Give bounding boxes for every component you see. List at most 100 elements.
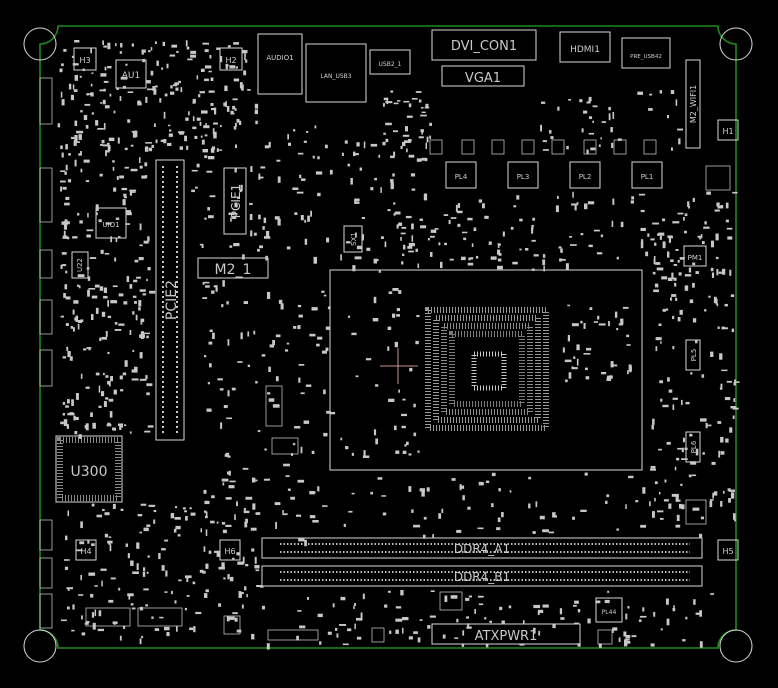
smd-pad (137, 514, 143, 517)
smd-pad (107, 422, 111, 426)
smd-pad (393, 130, 398, 133)
smd-pad (185, 575, 192, 579)
smd-pad (402, 398, 406, 401)
smd-pad (82, 68, 85, 72)
smd-pad (467, 623, 470, 628)
smd-pad (208, 90, 215, 93)
smd-pad (178, 579, 182, 582)
smd-pad (80, 373, 83, 379)
smd-pad (103, 401, 107, 407)
slot-pcie1: PCIE1 (223, 167, 247, 235)
smd-pad (583, 110, 588, 114)
smd-pad (303, 420, 310, 424)
smd-pad (658, 323, 662, 326)
smd-pad (151, 144, 154, 148)
smd-pad (194, 135, 198, 139)
smd-pad (127, 593, 134, 597)
smd-pad (211, 108, 216, 111)
smd-pad (730, 492, 735, 499)
smd-pad (133, 279, 138, 283)
smd-pad (221, 562, 225, 569)
smd-pad (153, 510, 157, 513)
smd-pad (105, 397, 109, 400)
smd-pad (205, 511, 208, 517)
smd-pad (243, 508, 246, 511)
smd-pad (138, 300, 142, 307)
smd-pad (618, 637, 621, 642)
smd-pad (261, 354, 266, 357)
slot-ddr4-a1: DDR4_A1 (261, 537, 703, 559)
smd-pad (60, 170, 66, 172)
smd-pad (127, 553, 130, 559)
smd-pad (61, 221, 65, 225)
smd-pad (672, 404, 675, 410)
smd-pad (442, 634, 446, 639)
smd-pad (297, 610, 302, 612)
smd-pad (177, 131, 185, 134)
smd-pad (228, 485, 235, 489)
smd-pad (227, 574, 230, 580)
smd-pad (241, 592, 244, 595)
smd-pad (91, 295, 98, 299)
smd-pad (222, 280, 225, 287)
smd-pad (216, 521, 219, 524)
smd-pad (298, 377, 301, 383)
smd-pad (272, 340, 275, 345)
smd-pad (144, 146, 149, 152)
smd-pad (164, 591, 168, 593)
smd-pad (179, 146, 183, 150)
svg-text:DVI_CON1: DVI_CON1 (451, 39, 517, 54)
smd-pad (112, 166, 115, 171)
smd-pad (679, 257, 685, 260)
smd-pad (86, 621, 90, 623)
smd-pad (734, 519, 736, 522)
smd-pad (65, 144, 68, 150)
smd-pad (329, 412, 336, 415)
smd-pad (477, 527, 484, 530)
smd-pad (733, 398, 736, 402)
smd-pad (182, 507, 186, 510)
smd-pad (196, 163, 200, 168)
smd-pad (73, 415, 76, 421)
smd-pad (640, 524, 646, 528)
smd-pad (600, 137, 602, 140)
svg-text:USB2_1: USB2_1 (379, 61, 402, 68)
smd-pad (186, 145, 189, 150)
smd-pad (202, 282, 205, 285)
smd-pad (77, 324, 80, 330)
smd-pad (264, 145, 270, 149)
smd-pad (350, 178, 353, 185)
smd-pad (64, 566, 69, 570)
smd-pad (303, 140, 307, 143)
smd-pad (692, 197, 695, 202)
connector-atxpwr1: ATXPWR1 (431, 623, 581, 645)
smd-pad (140, 503, 147, 506)
smd-pad (250, 230, 253, 237)
smd-pad (640, 209, 645, 213)
connector-h3: H3 (73, 47, 97, 71)
smd-pad (335, 628, 338, 631)
smd-pad (625, 504, 627, 509)
smd-pad (535, 501, 538, 508)
smd-pad (672, 608, 676, 612)
smd-pad (300, 392, 305, 395)
smd-pad (557, 106, 560, 111)
smd-pad (467, 217, 473, 221)
smd-pad (128, 594, 131, 600)
smd-pad (146, 80, 151, 84)
smd-pad (85, 180, 90, 183)
smd-pad (203, 125, 210, 129)
smd-pad (163, 139, 167, 144)
smd-pad (199, 121, 202, 126)
smd-pad (175, 87, 179, 91)
smd-pad (115, 237, 118, 243)
smd-pad (131, 369, 138, 373)
smd-pad (448, 219, 451, 225)
smd-pad (242, 467, 249, 470)
smd-pad (63, 559, 70, 561)
smd-pad (144, 175, 148, 178)
smd-pad (212, 332, 215, 339)
smd-pad (420, 129, 424, 133)
smd-pad (574, 205, 577, 211)
smd-pad (638, 193, 646, 196)
